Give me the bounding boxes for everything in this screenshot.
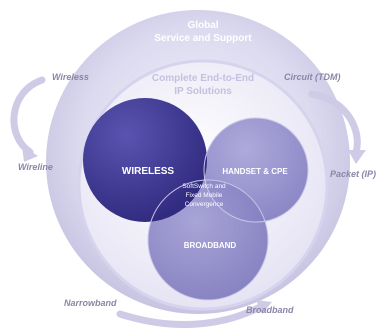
inner-ring-title-line1: Complete End-to-End bbox=[152, 73, 254, 84]
handset-outline bbox=[203, 117, 309, 223]
inner-ring-title-line2: IP Solutions bbox=[174, 86, 232, 97]
label-narrowband: Narrowband bbox=[64, 298, 117, 308]
broadband-outline bbox=[147, 179, 269, 301]
label-wireline: Wireline bbox=[18, 162, 53, 172]
center-line3: Convergence bbox=[185, 201, 224, 208]
handset-label: HANDSET & CPE bbox=[222, 167, 288, 176]
outer-ring-title-line1: Global bbox=[187, 20, 218, 31]
arrow-wireless-wireline bbox=[10, 76, 46, 156]
label-broadband: Broadband bbox=[246, 305, 294, 315]
label-wireless: Wireless bbox=[52, 72, 89, 82]
center-line1: SoftSwitch and bbox=[182, 183, 226, 190]
arrowhead-wireline bbox=[22, 146, 38, 162]
wireless-label: WIRELESS bbox=[122, 166, 175, 177]
arrow-narrow-broad bbox=[116, 302, 266, 328]
arrowhead-packet bbox=[348, 150, 366, 164]
broadband-label: BROADBAND bbox=[184, 241, 237, 250]
outer-ring-title-line2: Service and Support bbox=[154, 33, 252, 44]
label-packet: Packet (IP) bbox=[330, 169, 376, 179]
label-circuit: Circuit (TDM) bbox=[284, 72, 341, 82]
wireless-circle bbox=[83, 98, 207, 222]
arrowhead-broadband bbox=[256, 300, 272, 314]
center-line2: Fixed Mobile bbox=[186, 192, 223, 199]
arrow-circuit-packet bbox=[308, 90, 361, 156]
